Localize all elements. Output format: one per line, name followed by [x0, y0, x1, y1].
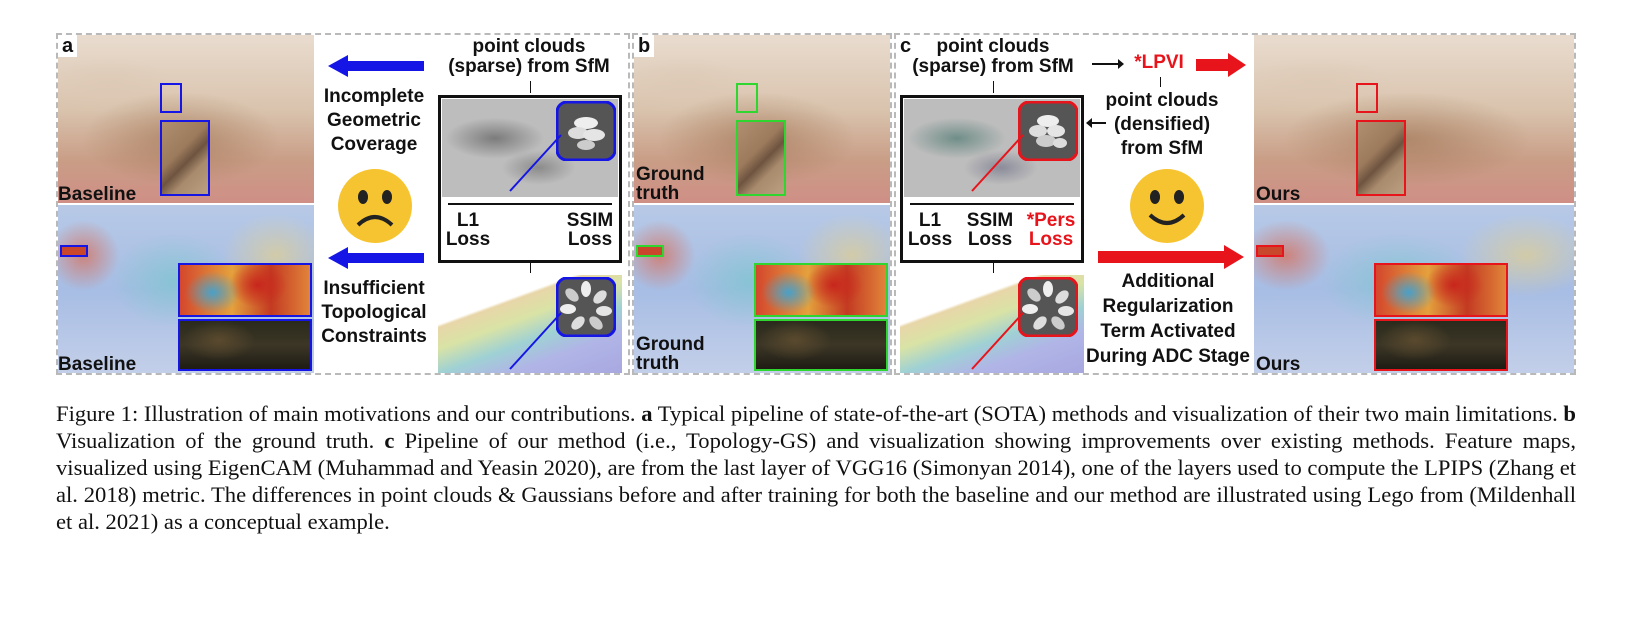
- panel-c-heat-zoom-small: [1256, 245, 1284, 257]
- panel-c-red-line-2: [971, 312, 1024, 370]
- panel-c-red-line: [971, 134, 1024, 192]
- panel-c-top-label: Ours: [1256, 184, 1301, 205]
- panel-a-gaussian-icon: [556, 101, 616, 161]
- panel-a-limitation-2: Insufficient Topological Constraints: [321, 278, 427, 347]
- panel-a-arrow-top: [328, 55, 424, 77]
- panel-a-loss-ssim: SSIM Loss: [566, 210, 614, 250]
- happy-face-icon: [1130, 169, 1204, 243]
- panel-c-left-arrow-small: [1086, 118, 1106, 128]
- caption-intro: Illustration of main motivations and our…: [138, 401, 642, 426]
- figure-1: Baseline Baseline Incomplete Geometric C…: [56, 33, 1576, 390]
- panel-a-sparse-title: point clouds (sparse) from SfM: [448, 36, 610, 77]
- panel-a-zoom-box-small: [160, 83, 182, 113]
- panel-b-bottom-label: Ground truth: [636, 334, 705, 374]
- panel-c-brace: [910, 203, 1074, 211]
- caption-figure-label: Figure 1:: [56, 401, 139, 426]
- panel-c-loss-ssim: SSIM Loss: [966, 210, 1014, 250]
- panel-a-arrow-bottom: [328, 247, 424, 269]
- panel-c-zoom-box-small: [1356, 83, 1378, 113]
- panel-a-zoom-inset: [160, 120, 210, 196]
- panel-c-loss-pers: *Pers Loss: [1026, 210, 1076, 250]
- panel-c-right-arrow-small: [1092, 59, 1124, 69]
- panel-c-zoom-inset: [1356, 120, 1406, 196]
- panel-a-down-arrow-2: [530, 263, 531, 273]
- panel-b-heat-inset: [754, 263, 888, 317]
- panel-c-gaussian-icon: [1018, 101, 1078, 161]
- panel-a-top-label: Baseline: [58, 184, 137, 205]
- figure-caption: Figure 1: Illustration of main motivatio…: [56, 400, 1576, 535]
- caption-a-text: Typical pipeline of state-of-the-art (SO…: [652, 401, 1564, 426]
- panel-c-lpvi: *LPVI: [1134, 52, 1184, 73]
- panel-c-additional-term: Additional Regularization Term Activated…: [1086, 271, 1250, 367]
- panel-c-down-arrow-2: [993, 263, 994, 273]
- panel-b-border: [632, 33, 892, 375]
- panel-c-arrow-red-big: [1098, 245, 1244, 269]
- panel-b-letter: b: [634, 35, 655, 57]
- panel-a-heat-inset: [178, 263, 312, 317]
- panel-a-limitation-1: Incomplete Geometric Coverage: [323, 86, 425, 155]
- panel-a-down-arrow: [530, 81, 531, 93]
- panel-c-densified-title: point clouds (densified) from SfM: [1105, 90, 1219, 159]
- panel-c-down-arrow-lpvi: [1160, 77, 1161, 87]
- panel-c-sparse-title: point clouds (sparse) from SfM: [912, 36, 1074, 77]
- panel-b-dark-inset: [754, 319, 888, 371]
- caption-b-bold: b: [1563, 401, 1576, 426]
- panel-b-zoom-box-small: [736, 83, 758, 113]
- panel-a-border: [56, 33, 630, 375]
- caption-c-bold: c: [384, 428, 395, 453]
- panel-a-blue-line: [509, 134, 562, 192]
- panel-c-letter: c: [896, 35, 916, 57]
- panel-c-bottom-label: Ours: [1256, 354, 1301, 375]
- panel-c-border: [894, 33, 1576, 375]
- panel-c-heat-inset: [1374, 263, 1508, 317]
- panel-a-loss-l1: L1 Loss: [445, 210, 491, 250]
- panel-a-dark-inset: [178, 319, 312, 371]
- panel-a-blue-line-2: [509, 312, 562, 370]
- caption-b-text: Visualization of the ground truth.: [56, 428, 385, 453]
- panel-c-arrow-red-top: [1196, 53, 1246, 77]
- panel-c-room-image: [1254, 35, 1574, 203]
- sad-face-icon: [338, 169, 412, 243]
- panel-c-loss-l1: L1 Loss: [907, 210, 953, 250]
- panel-a-gaussian-icon-2: [556, 277, 616, 337]
- panel-c-down-arrow: [993, 81, 994, 93]
- panel-b-heat-zoom-small: [636, 245, 664, 257]
- panel-a-heat-zoom-small: [60, 245, 88, 257]
- panel-c-gaussian-icon-2: [1018, 277, 1078, 337]
- caption-c-text: Pipeline of our method (i.e., Topology-G…: [56, 428, 1577, 534]
- panel-b-top-label: Ground truth: [636, 164, 705, 204]
- panel-c-dark-inset: [1374, 319, 1508, 371]
- caption-a-bold: a: [641, 401, 653, 426]
- panel-a-bottom-label: Baseline: [58, 354, 137, 375]
- panel-a-brace: [448, 203, 612, 211]
- panel-a-letter: a: [58, 35, 78, 57]
- panel-b-zoom-inset: [736, 120, 786, 196]
